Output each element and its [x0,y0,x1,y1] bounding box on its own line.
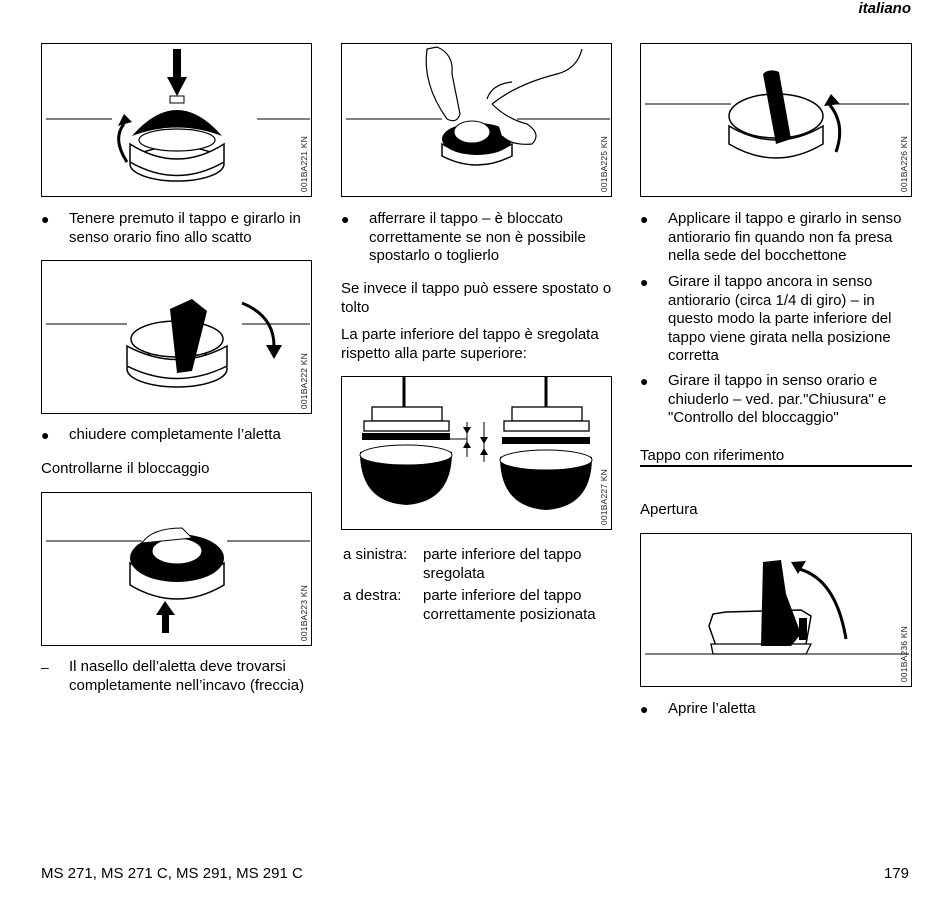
open-flap-illustration [645,560,909,655]
bullet-marker: ● [41,427,50,443]
apply-cap-illustration [645,70,909,159]
row-value: parte inferiore del tappo sregolata [423,546,582,582]
row-key: a sinistra: [343,546,408,563]
bullet-marker: ● [41,211,50,227]
figure-code: 001BA222 KN [299,352,309,409]
bullet-text: Girare il tappo in senso orario e chiude… [668,372,887,426]
dash-text: Il nasello dell’aletta deve trovarsi com… [69,658,305,694]
section-heading: Se invece il tappo può essere spostato o… [341,280,612,316]
figure-code: 001BA227 KN [599,468,609,525]
bullet-marker: ● [640,373,649,389]
figure-check-lock: 001BA223 KN [41,492,312,646]
check-lock-illustration [46,527,310,633]
grab-cap-illustration [346,46,610,166]
paragraph: La parte inferiore del tappo è sregolata… [341,326,599,362]
comparison-row: a destra: parte inferiore del tappo corr… [343,587,623,627]
bullet-text: Applicare il tappo e girarlo in senso an… [668,210,902,264]
bullet-text: afferrare il tappo – è bloccato corretta… [369,210,586,264]
heading-rule [640,465,912,467]
bullet-marker: ● [341,211,350,227]
cap-close-illustration [46,49,310,182]
bullet-text: Girare il tappo ancora in senso antiorar… [668,273,892,364]
figure-close-flap: 001BA222 KN [41,260,312,414]
bullet-marker: ● [640,211,649,227]
bullet-text: chiudere completamente l’aletta [69,426,281,443]
close-flap-illustration [46,299,310,388]
bullet-text: Tenere premuto il tappo e girarlo in sen… [69,210,301,246]
figure-code: 001BA226 KN [899,135,909,192]
section-heading: Controllarne il bloccaggio [41,460,210,477]
bullet-text: Aprire l’aletta [668,700,756,717]
row-value: parte inferiore del tappo correttamente … [423,587,596,623]
cap-comparison-illustration [359,377,593,510]
figure-code: 001BA221 KN [299,135,309,192]
footer-models: MS 271, MS 271 C, MS 291, MS 291 C [41,865,303,882]
figure-apply-cap: 001BA226 KN [640,43,912,197]
row-key: a destra: [343,587,402,604]
section-heading: Tappo con riferimento [640,447,785,464]
bullet-marker: ● [640,274,649,290]
figure-code: 001BA223 KN [299,584,309,641]
figure-code: 001BA236 KN [899,625,909,682]
page-number: 179 [883,865,909,882]
figure-cap-comparison: 001BA227 KN [341,376,612,530]
bullet-marker: ● [640,701,649,717]
figure-grab-cap: 001BA225 KN [341,43,612,197]
figure-open-flap: 001BA236 KN [640,533,912,687]
language-label: italiano [858,0,911,17]
dash-marker: – [41,659,49,675]
figure-code: 001BA225 KN [599,135,609,192]
section-heading: Apertura [640,501,698,518]
figure-cap-close: 001BA221 KN [41,43,312,197]
comparison-row: a sinistra: parte inferiore del tappo sr… [343,546,623,586]
